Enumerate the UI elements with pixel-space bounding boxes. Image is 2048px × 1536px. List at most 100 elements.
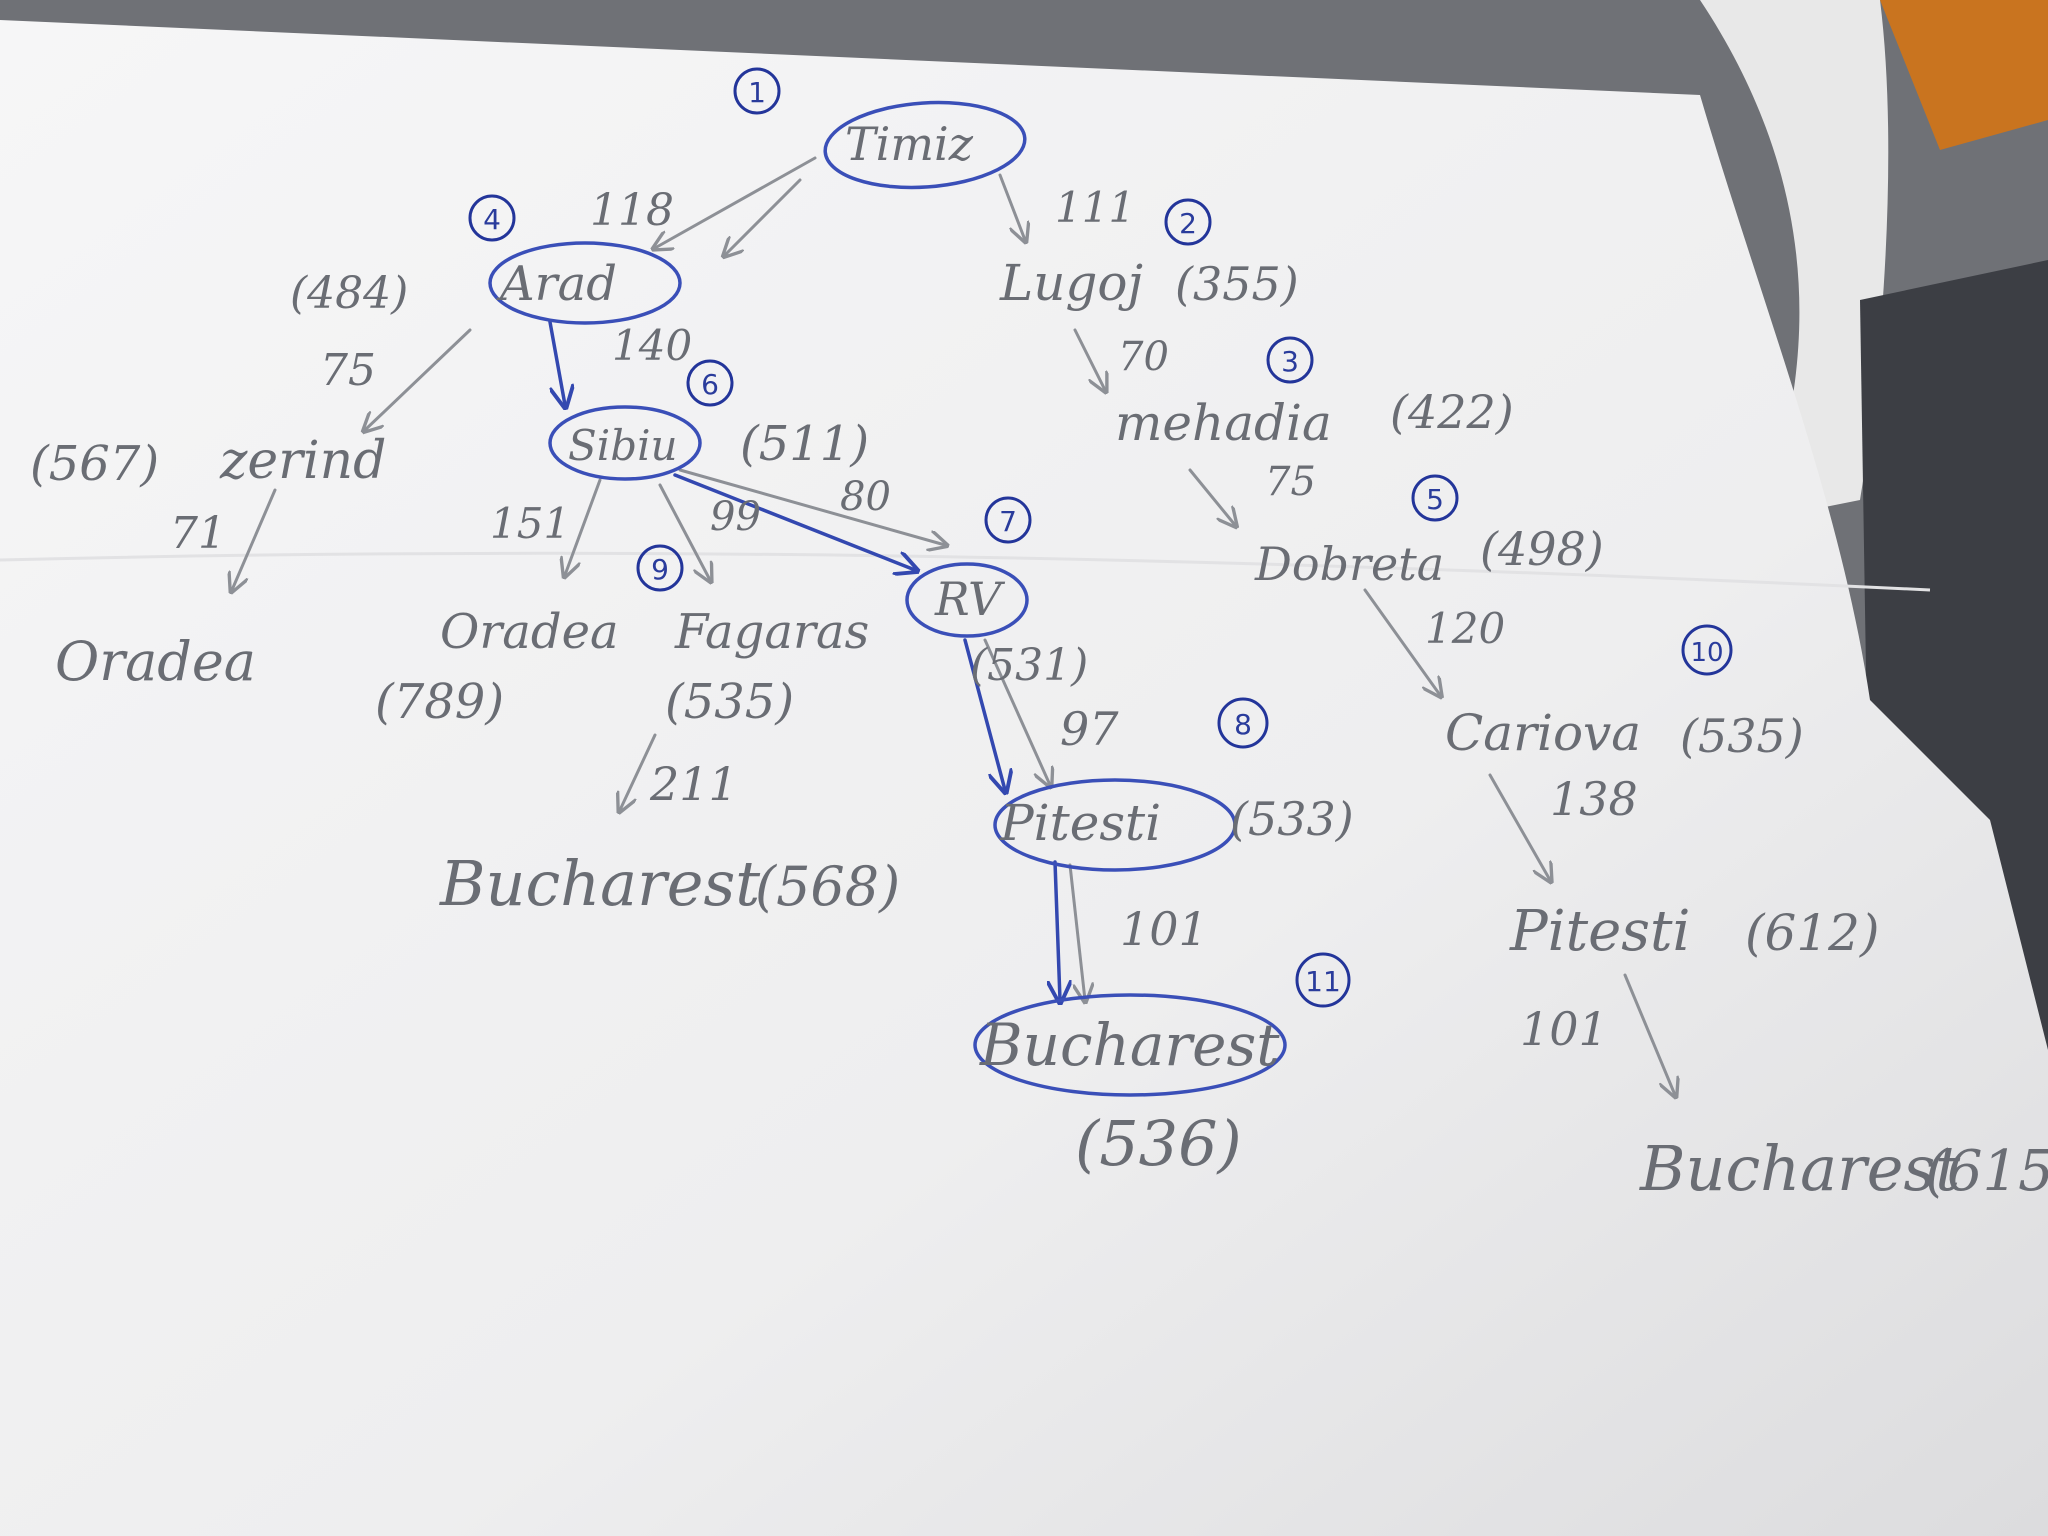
orange-chair: [1880, 0, 2048, 150]
white-chair-back: [1700, 0, 1889, 520]
weight-zerind-oradea: 71: [170, 508, 226, 559]
node-bucharest-right-cost: (615): [1925, 1139, 2048, 1204]
weight-sibiu-fagaras: 99: [710, 494, 761, 540]
node-mehadia-cost: (422): [1390, 385, 1514, 439]
node-zerind-cost: (567): [30, 436, 159, 492]
node-mehadia-name: mehadia: [1115, 394, 1332, 452]
node-dobreta-name: Dobreta: [1254, 537, 1444, 591]
node-labels: Timiz (484) Arad Lugoj (355) (567) zerin…: [30, 117, 2048, 1205]
highlight-bucharest: [973, 993, 1287, 1097]
node-bucharest-right-name: Bucharest: [1639, 1132, 1960, 1205]
weight-tim-lugoj: 111: [1055, 183, 1135, 232]
weight-tim-arad: 118: [590, 185, 674, 236]
highlight-rv: [905, 562, 1029, 638]
edge-lugoj-mehadia: [1073, 328, 1105, 390]
order-circle-11: [1295, 952, 1351, 1008]
weight-lugoj-mehadia: 70: [1118, 334, 1169, 380]
node-bucharest-left-name: Bucharest: [439, 847, 760, 920]
edge-pitesti-right-bucharest: [1623, 973, 1675, 1095]
node-pitesti-mid-cost: (533): [1230, 792, 1354, 846]
order-circle-10: [1681, 624, 1733, 676]
weight-sibiu-rv: 80: [840, 474, 891, 520]
node-timisoara-name: Timiz: [845, 117, 974, 171]
edge-timisoara-lugoj: [998, 173, 1025, 240]
order-label-6: 6: [701, 368, 719, 401]
order-label-2: 2: [1179, 207, 1197, 240]
edge-weights: 118 111 75 140 70 71 80 151 99 75 120 97…: [170, 183, 1638, 1056]
edge-sibiu-oradea: [565, 478, 602, 575]
order-circle-2: [1164, 198, 1212, 246]
edge-arad-zerind: [365, 328, 472, 430]
node-pitesti-right-name: Pitesti: [1509, 899, 1690, 964]
highlight-pitesti: [993, 778, 1237, 872]
node-craiova-name: Cariova: [1445, 704, 1641, 762]
edge-zerind-oradea: [232, 488, 277, 590]
node-arad-name: Arad: [496, 256, 617, 312]
node-fagaras-name: Fagaras: [674, 604, 869, 660]
order-label-1: 1: [748, 76, 766, 109]
edge-pitesti-bucharest-pencil: [1068, 863, 1085, 1000]
node-bucharest-left-cost: (568): [755, 855, 900, 918]
node-pitesti-mid-name: Pitesti: [999, 794, 1161, 852]
edge-mehadia-dobreta: [1188, 468, 1235, 525]
order-circle-9: [636, 544, 684, 592]
solution-path: [488, 100, 1287, 1097]
order-label-9: 9: [651, 553, 669, 586]
weight-pitesti-bucharest: 101: [1120, 902, 1208, 956]
weight-arad-zerind: 75: [320, 345, 376, 396]
order-label-4: 4: [483, 203, 501, 236]
order-circle-5: [1411, 474, 1459, 522]
pencil-edges: [232, 156, 1675, 1095]
order-circle-7: [984, 496, 1032, 544]
path-arad-sibiu: [548, 320, 565, 405]
weight-arad-sibiu: 140: [612, 321, 692, 370]
node-craiova-cost: (535): [1680, 709, 1804, 763]
node-oradea-mid-name: Oradea: [440, 604, 619, 660]
weight-rv-pitesti: 97: [1060, 702, 1119, 756]
path-pitesti-bucharest: [1055, 860, 1060, 1000]
edge-rv-pitesti-pencil: [983, 638, 1050, 785]
order-markers: 1 2 3 4 5 6 7 8 9 10 11: [468, 67, 1733, 1008]
order-label-8: 8: [1234, 708, 1252, 741]
order-circle-6: [686, 359, 734, 407]
node-zerind-name: zerind: [219, 431, 386, 491]
weight-mehadia-dobreta: 75: [1265, 459, 1316, 505]
node-oradea-left-name: Oradea: [55, 630, 256, 693]
node-dobreta-cost: (498): [1480, 522, 1604, 576]
edge-fagaras-bucharest: [620, 733, 657, 810]
weight-fagaras-bucharest: 211: [649, 757, 738, 811]
node-bucharest-goal-cost: (536): [1075, 1107, 1242, 1180]
node-lugoj-name: Lugoj: [999, 254, 1143, 312]
node-arad-cost: (484): [290, 268, 408, 319]
edge-craiova-pitesti: [1488, 773, 1550, 880]
edge-dobreta-craiova: [1363, 588, 1440, 695]
order-label-5: 5: [1426, 483, 1444, 516]
node-bucharest-goal-name: Bucharest: [979, 1011, 1280, 1079]
highlight-timisoara: [823, 100, 1027, 190]
order-label-11: 11: [1305, 965, 1341, 998]
order-circle-4: [468, 194, 516, 242]
highlight-arad: [488, 241, 682, 325]
weight-craiova-pitesti: 138: [1550, 772, 1638, 826]
edge-sibiu-rv-pencil: [678, 468, 945, 545]
node-oradea-mid-cost: (789): [375, 674, 504, 730]
order-circle-1: [733, 67, 781, 115]
highlight-sibiu: [548, 405, 702, 481]
edge-timisoara-arad: [655, 156, 817, 248]
paper-sheet: [0, 20, 2048, 1536]
edge-timisoara-arad-2: [725, 178, 802, 255]
path-rv-pitesti: [963, 638, 1005, 790]
order-label-7: 7: [999, 505, 1017, 538]
node-pitesti-right-cost: (612): [1745, 904, 1879, 962]
order-label-10: 10: [1690, 638, 1723, 668]
node-lugoj-cost: (355): [1175, 257, 1299, 311]
node-sibiu-name: Sibiu: [568, 421, 678, 470]
weight-pitesti-right-bucharest: 101: [1520, 1002, 1608, 1056]
node-fagaras-cost: (535): [665, 674, 794, 730]
path-sibiu-rv: [673, 473, 915, 570]
weight-sibiu-oradea: 151: [490, 499, 570, 548]
weight-dobreta-craiova: 120: [1425, 604, 1505, 653]
order-circle-8: [1217, 697, 1269, 749]
node-sibiu-cost: (511): [740, 416, 869, 472]
